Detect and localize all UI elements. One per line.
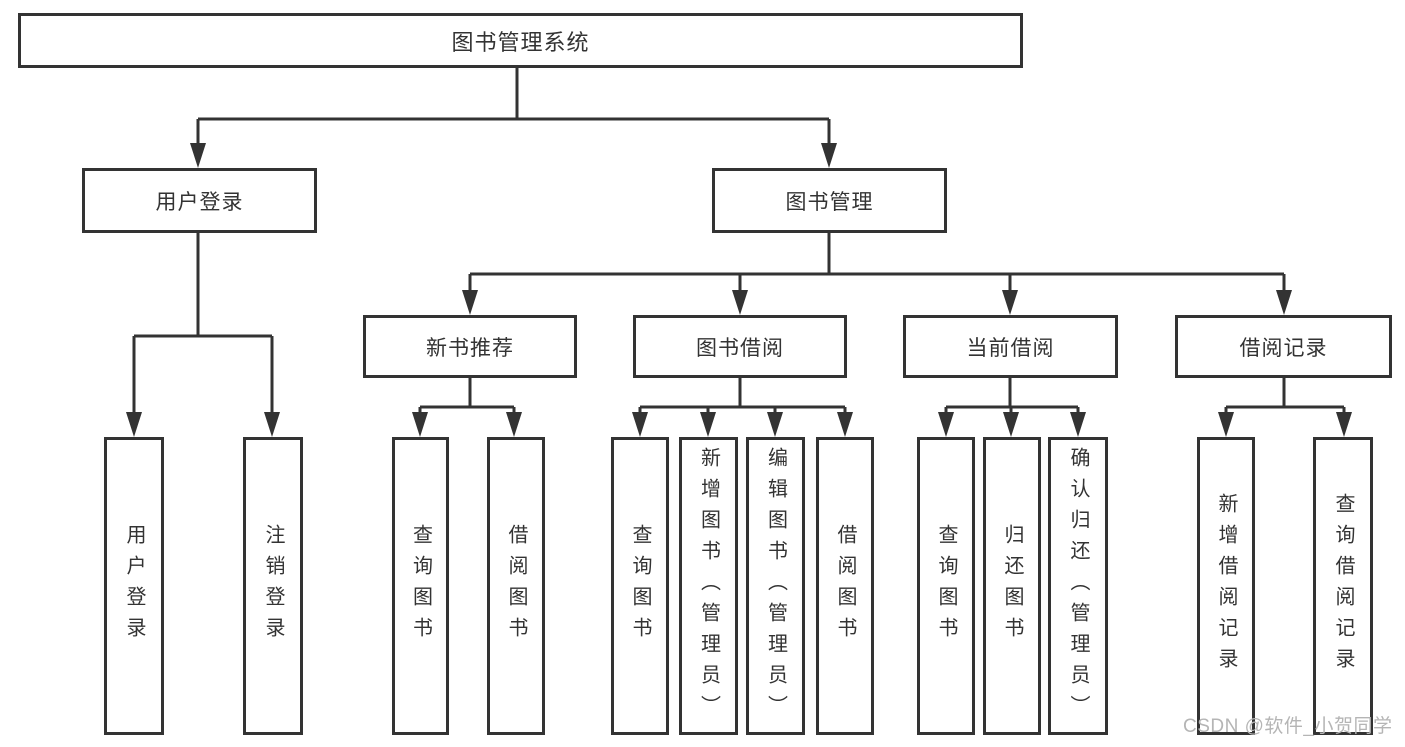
- node-current-borrowing: 当前借阅: [903, 315, 1118, 378]
- node-leaf-logout: 注销登录: [243, 437, 303, 735]
- node-confirm-return-admin: 确认归还（管理员）: [1048, 437, 1108, 735]
- node-query-books-borrowing: 查询图书: [611, 437, 669, 735]
- node-book-management: 图书管理: [712, 168, 947, 233]
- node-query-books-recommend: 查询图书: [392, 437, 449, 735]
- node-borrowing-records: 借阅记录: [1175, 315, 1392, 378]
- node-query-borrow-record: 查询借阅记录: [1313, 437, 1373, 735]
- node-borrow-books-borrowing: 借阅图书: [816, 437, 874, 735]
- node-borrow-books-recommend: 借阅图书: [487, 437, 545, 735]
- node-leaf-user-login: 用户登录: [104, 437, 164, 735]
- node-add-borrow-record: 新增借阅记录: [1197, 437, 1255, 735]
- node-edit-book-admin: 编辑图书（管理员）: [746, 437, 805, 735]
- node-user-login: 用户登录: [82, 168, 317, 233]
- node-query-books-current: 查询图书: [917, 437, 975, 735]
- node-add-book-admin: 新增图书（管理员）: [679, 437, 738, 735]
- node-library-system: 图书管理系统: [18, 13, 1023, 68]
- node-return-books: 归还图书: [983, 437, 1041, 735]
- node-new-book-recommend: 新书推荐: [363, 315, 577, 378]
- node-book-borrowing: 图书借阅: [633, 315, 847, 378]
- csdn-watermark: CSDN @软件_小贺同学: [1183, 716, 1393, 737]
